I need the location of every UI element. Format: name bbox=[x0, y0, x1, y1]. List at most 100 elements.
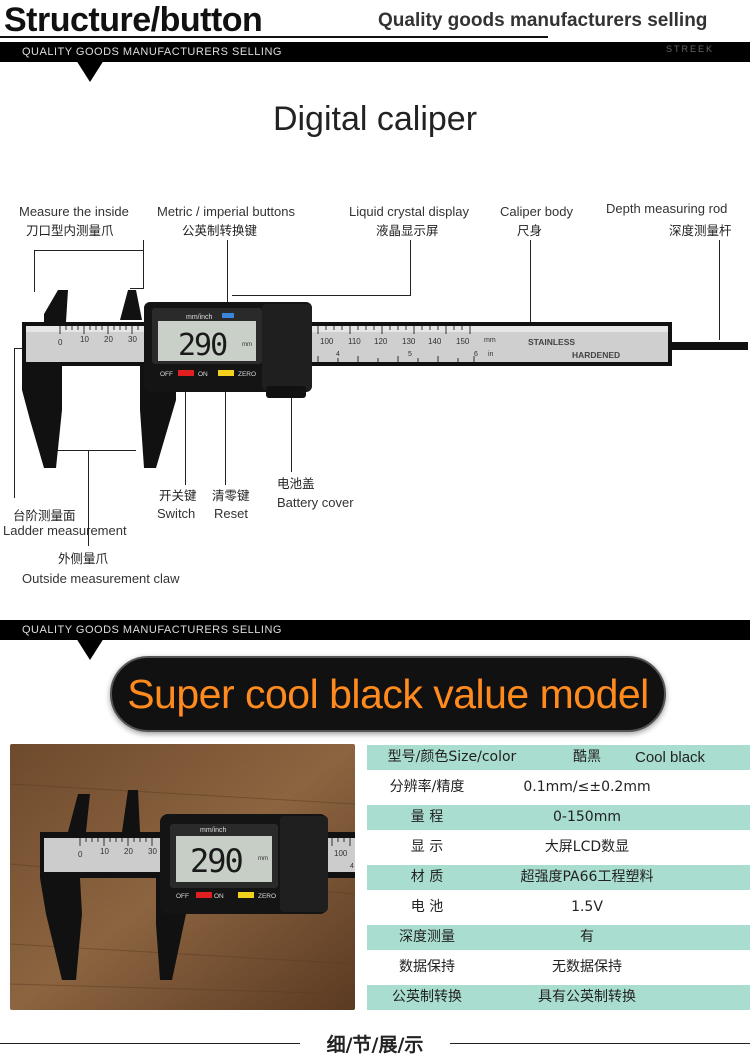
leader-inside-right bbox=[143, 240, 144, 288]
callout-inside-cn: 刀口型内测量爪 bbox=[26, 223, 114, 238]
callout-inside-en: Measure the inside bbox=[19, 204, 129, 219]
spec-key: 深度测量 bbox=[399, 929, 455, 945]
scale-ticks-left bbox=[59, 326, 139, 334]
depth-rod bbox=[672, 342, 748, 350]
scale-num-in-5: 5 bbox=[408, 351, 412, 358]
leader-switch bbox=[185, 370, 186, 485]
photo-scale-0: 0 bbox=[78, 850, 83, 859]
btn-zero-label: ZERO bbox=[238, 371, 256, 378]
leader-reset bbox=[225, 380, 226, 485]
callout-lcd-cn: 液晶显示屏 bbox=[376, 223, 439, 238]
scale-num-top-10: 10 bbox=[80, 335, 89, 344]
scale-num-130: 130 bbox=[402, 337, 416, 346]
footer-title: 细/节/展/示 bbox=[326, 1034, 424, 1056]
spec-key: 电 池 bbox=[410, 899, 444, 915]
callout-reset-cn: 清零键 bbox=[212, 488, 250, 503]
photo-lcd-unit-label: mm/inch bbox=[200, 827, 227, 834]
leader-lcd-h bbox=[232, 295, 411, 296]
callout-body-cn: 尺身 bbox=[517, 223, 543, 238]
banner-pill bbox=[110, 656, 666, 732]
spec-value: 0.1mm/≤±0.2mm bbox=[523, 779, 651, 795]
spec-key: 型号/颜色Size/color bbox=[387, 749, 517, 765]
photo-lcd-value: 290 bbox=[190, 842, 243, 880]
scale-num-100: 100 bbox=[320, 337, 334, 346]
caliper-illustration: 0 10 20 30 100 110 120 130 140 150 mm in… bbox=[22, 290, 748, 468]
stamp-stainless: STAINLESS bbox=[528, 337, 575, 347]
spec-key: 数据保持 bbox=[399, 959, 455, 975]
photo-btn-zero: ZERO bbox=[258, 893, 276, 900]
callout-switch-en: Switch bbox=[157, 506, 196, 521]
spec-row: 分辨率/精度 0.1mm/≤±0.2mm bbox=[367, 775, 750, 800]
btn-on-label: ON bbox=[198, 371, 208, 378]
section-title: Digital caliper bbox=[272, 100, 478, 138]
photo-scale-100: 100 bbox=[334, 849, 348, 858]
spec-value: 大屏LCD数显 bbox=[544, 839, 630, 855]
callout-switch-cn: 开关键 bbox=[159, 488, 197, 503]
scale-num-top-30: 30 bbox=[128, 335, 137, 344]
photo-scale-30: 30 bbox=[148, 847, 157, 856]
spec-row: 公英制转换 具有公英制转换 bbox=[367, 985, 750, 1010]
callout-outside-en: Outside measurement claw bbox=[22, 571, 180, 586]
header-bar: QUALITY GOODS MANUFACTURERS SELLING bbox=[0, 42, 750, 62]
scale-unit-mm: mm bbox=[484, 337, 496, 344]
section2-bar-pointer bbox=[76, 638, 104, 660]
header-bar-tail: STREEK bbox=[665, 44, 714, 54]
spec-key: 分辨率/精度 bbox=[389, 779, 465, 795]
leader-outside-v bbox=[88, 450, 89, 546]
spec-value: 无数据保持 bbox=[552, 959, 622, 975]
spec-row: 数据保持 无数据保持 bbox=[367, 955, 750, 980]
callout-body-en: Caliper body bbox=[500, 204, 573, 219]
scale-unit-in: in bbox=[488, 351, 494, 358]
callout-ladder-cn: 台阶测量面 bbox=[13, 508, 76, 523]
spec-value: 0-150mm bbox=[553, 809, 621, 825]
battery-cover bbox=[262, 304, 312, 390]
on-off-button bbox=[178, 370, 194, 376]
spec-row: 深度测量 有 bbox=[367, 925, 750, 950]
photo-scale-10: 10 bbox=[100, 847, 109, 856]
spec-key: 材 质 bbox=[410, 869, 444, 885]
photo-lcd-unit: mm bbox=[258, 856, 268, 862]
spec-value: 1.5V bbox=[571, 899, 603, 915]
leader-inside-left bbox=[34, 250, 35, 292]
callout-reset-en: Reset bbox=[214, 506, 248, 521]
zero-button bbox=[218, 370, 234, 376]
lcd-unit: mm bbox=[242, 342, 252, 348]
section2-bar: QUALITY GOODS MANUFACTURERS SELLING bbox=[0, 620, 750, 640]
spec-value-en: Cool black bbox=[635, 749, 706, 766]
footer-line-right bbox=[450, 1043, 750, 1044]
title-underline bbox=[0, 36, 548, 38]
header-tagline: Quality goods manufacturers selling bbox=[378, 10, 708, 31]
photo-scale-in-4: 4 bbox=[350, 863, 354, 870]
header-bar-pointer bbox=[76, 60, 104, 82]
scale-num-150: 150 bbox=[456, 337, 470, 346]
spec-value: 超强度PA66工程塑料 bbox=[520, 869, 654, 885]
callout-outside-cn: 外侧量爪 bbox=[58, 551, 109, 566]
lcd-screen bbox=[158, 321, 256, 361]
leader-inside-tip bbox=[130, 288, 144, 289]
leader-outside-h bbox=[40, 450, 136, 451]
spec-value: 有 bbox=[580, 929, 594, 945]
callout-ladder-en: Ladder measurement bbox=[3, 523, 127, 538]
spec-key: 量 程 bbox=[410, 809, 444, 825]
stamp-hardened: HARDENED bbox=[572, 350, 620, 360]
scale-num-in-4: 4 bbox=[336, 351, 340, 358]
photo-btn-on: ON bbox=[214, 893, 224, 900]
sliding-inner-jaw bbox=[120, 290, 142, 320]
leader-lcd-v bbox=[410, 240, 411, 296]
callout-battery-cn: 电池盖 bbox=[277, 476, 315, 491]
spec-row: 型号/颜色Size/color 酷黑 Cool black bbox=[367, 745, 750, 770]
callout-depth-cn: 深度测量杆 bbox=[669, 223, 732, 238]
leader-depth bbox=[719, 240, 720, 340]
leader-battery bbox=[291, 376, 292, 472]
callout-lcd-en: Liquid crystal display bbox=[349, 204, 469, 219]
lcd-value: 290 bbox=[178, 328, 227, 363]
banner-text: Super cool black value model bbox=[127, 671, 649, 717]
scale-num-120: 120 bbox=[374, 337, 388, 346]
leader-buttons bbox=[227, 240, 228, 340]
fixed-inner-jaw bbox=[44, 290, 68, 322]
page-title: Structure/button bbox=[4, 1, 263, 39]
spec-value: 酷黑 bbox=[573, 749, 601, 765]
spec-row: 显 示 大屏LCD数显 bbox=[367, 835, 750, 860]
callout-buttons-cn: 公英制转换键 bbox=[182, 223, 258, 238]
photo-scale-20: 20 bbox=[124, 847, 133, 856]
